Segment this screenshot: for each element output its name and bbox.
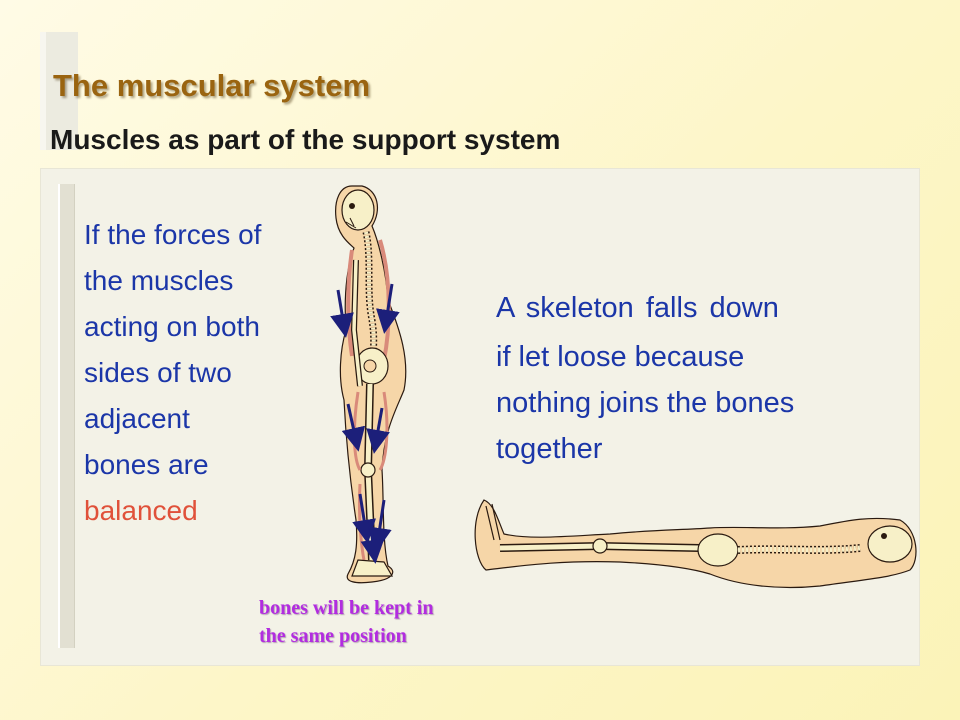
right-text-line: A skeleton falls down [496,292,779,324]
title-accent-bar [40,32,78,150]
muscle-force-arrow-icon [330,283,400,564]
right-text-line: if let loose because [496,341,745,373]
caption-text: bones will be kept in the same position [259,594,519,650]
caption-line: the same position [259,625,407,647]
left-text-line: the muscles [84,265,234,296]
caption-line: bones will be kept in [259,597,434,619]
slide-subtitle: Muscles as part of the support system [50,124,561,155]
right-text-line: together [496,433,603,465]
content-accent-bar [58,184,75,648]
balanced-highlight: balanced [84,495,198,526]
right-text-line: nothing joins the bones [496,387,795,419]
skeleton-falls-text: A skeleton falls down if let loose becau… [496,286,916,472]
slide-title: The muscular system [53,68,371,103]
balanced-forces-text: If the forces of the muscles acting on b… [84,212,334,534]
left-text-line: acting on both [84,311,260,342]
left-text-line: sides of two [84,357,232,388]
left-text-line: bones are [84,449,209,480]
left-text-line: adjacent [84,403,190,434]
left-text-line: If the forces of [84,219,262,250]
